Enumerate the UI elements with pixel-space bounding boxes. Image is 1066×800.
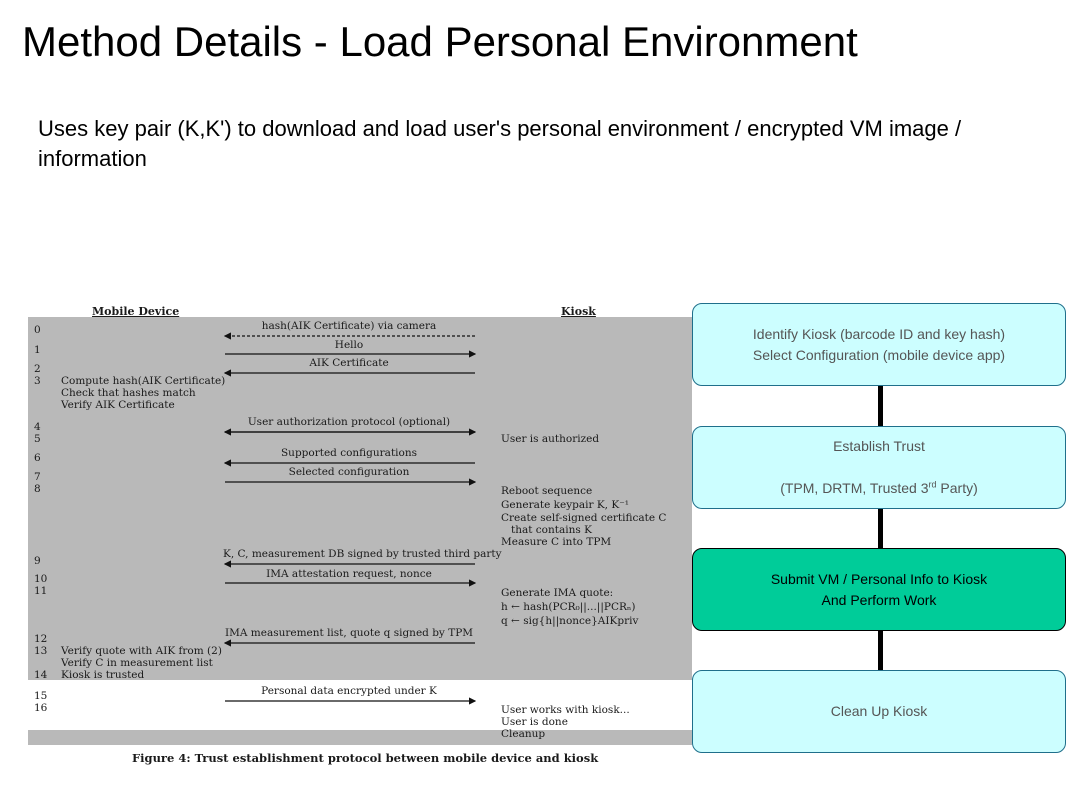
kiosk-note: Create self-signed certificate C bbox=[501, 512, 667, 524]
step-number: 10 bbox=[34, 573, 48, 585]
message-label: Hello bbox=[334, 339, 364, 351]
figure-shaded-bottom bbox=[28, 730, 692, 745]
flow-step-establish-trust: Establish Trust (TPM, DRTM, Trusted 3rd … bbox=[692, 426, 1066, 509]
establish-trust-sup: rd bbox=[928, 479, 937, 490]
mobile-note: Verify AIK Certificate bbox=[61, 399, 175, 411]
flow-step-identify-kiosk: Identify Kiosk (barcode ID and key hash)… bbox=[692, 303, 1066, 386]
figure-shaded-region bbox=[28, 317, 692, 680]
message-label: Supported configurations bbox=[280, 447, 417, 459]
kiosk-note: User is authorized bbox=[501, 433, 600, 445]
kiosk-note: User is done bbox=[501, 716, 568, 728]
mobile-note: Verify C in measurement list bbox=[61, 657, 213, 669]
mobile-note: Kiosk is trusted bbox=[61, 669, 145, 681]
kiosk-note: q ← sig{h||nonce}AIKpriv bbox=[501, 615, 639, 627]
figure-caption: Figure 4: Trust establishment protocol b… bbox=[132, 751, 599, 765]
kiosk-note: Generate keypair K, K⁻¹ bbox=[501, 499, 629, 511]
kiosk-note: that contains K bbox=[511, 524, 592, 536]
step-number: 0 bbox=[34, 324, 41, 336]
establish-trust-pre: (TPM, DRTM, Trusted 3 bbox=[780, 480, 929, 496]
kiosk-note: Measure C into TPM bbox=[501, 536, 612, 548]
step-number: 14 bbox=[34, 669, 48, 681]
step-number: 2 bbox=[34, 363, 41, 375]
establish-trust-line1: Establish Trust bbox=[833, 438, 925, 454]
step-number: 1 bbox=[34, 344, 41, 356]
establish-trust-post: Party) bbox=[936, 480, 978, 496]
flow-step-clean-up: Clean Up Kiosk bbox=[692, 670, 1066, 753]
figure-unshaded-region bbox=[28, 680, 692, 730]
slide-subtitle: Uses key pair (K,K') to download and loa… bbox=[38, 116, 962, 171]
slide-title: Method Details - Load Personal Environme… bbox=[22, 18, 858, 65]
message-label: User authorization protocol (optional) bbox=[247, 416, 451, 428]
step-number: 12 bbox=[34, 633, 48, 645]
message-label: Personal data encrypted under K bbox=[261, 685, 437, 697]
mobile-note: Check that hashes match bbox=[61, 387, 196, 399]
mobile-note: Compute hash(AIK Certificate) bbox=[61, 375, 226, 387]
step-number: 7 bbox=[34, 471, 41, 483]
step-number: 8 bbox=[34, 483, 41, 495]
establish-trust-text: Establish Trust (TPM, DRTM, Trusted 3rd … bbox=[780, 415, 978, 520]
kiosk-note: h ← hash(PCR₀||...||PCRₙ) bbox=[501, 601, 636, 613]
step-number: 13 bbox=[34, 645, 48, 657]
kiosk-note: Cleanup bbox=[501, 728, 546, 740]
establish-trust-line2: (TPM, DRTM, Trusted 3rd Party) bbox=[780, 478, 978, 499]
flow-step-submit-vm: Submit VM / Personal Info to Kiosk And P… bbox=[692, 548, 1066, 631]
flow-connector bbox=[878, 630, 883, 671]
step-number: 11 bbox=[34, 585, 48, 597]
flow-connector bbox=[878, 508, 883, 548]
kiosk-note: User works with kiosk... bbox=[501, 704, 630, 716]
message-label: AIK Certificate bbox=[309, 357, 389, 369]
step-number: 15 bbox=[34, 690, 48, 702]
column-head-kiosk: Kiosk bbox=[561, 305, 596, 318]
kiosk-note: Reboot sequence bbox=[501, 485, 593, 497]
protocol-figure: Mobile Device Kiosk 0 1 2 3 4 5 6 7 8 9 … bbox=[28, 300, 692, 770]
mobile-note: Verify quote with AIK from (2) bbox=[61, 645, 222, 657]
protocol-arrows bbox=[223, 332, 477, 705]
column-head-mobile: Mobile Device bbox=[92, 305, 180, 318]
message-label: IMA attestation request, nonce bbox=[266, 568, 432, 580]
message-label: Selected configuration bbox=[288, 466, 410, 478]
kiosk-note: Generate IMA quote: bbox=[501, 587, 614, 599]
step-number: 3 bbox=[34, 375, 41, 387]
step-number: 16 bbox=[34, 702, 48, 714]
message-label: hash(AIK Certificate) via camera bbox=[261, 320, 437, 332]
step-number: 9 bbox=[34, 555, 41, 567]
step-number: 5 bbox=[34, 433, 41, 445]
step-number: 4 bbox=[34, 421, 41, 433]
step-number: 6 bbox=[34, 452, 41, 464]
message-label: IMA measurement list, quote q signed by … bbox=[224, 627, 474, 639]
message-label: K, C, measurement DB signed by trusted t… bbox=[223, 548, 502, 560]
flow-connector bbox=[878, 385, 883, 427]
